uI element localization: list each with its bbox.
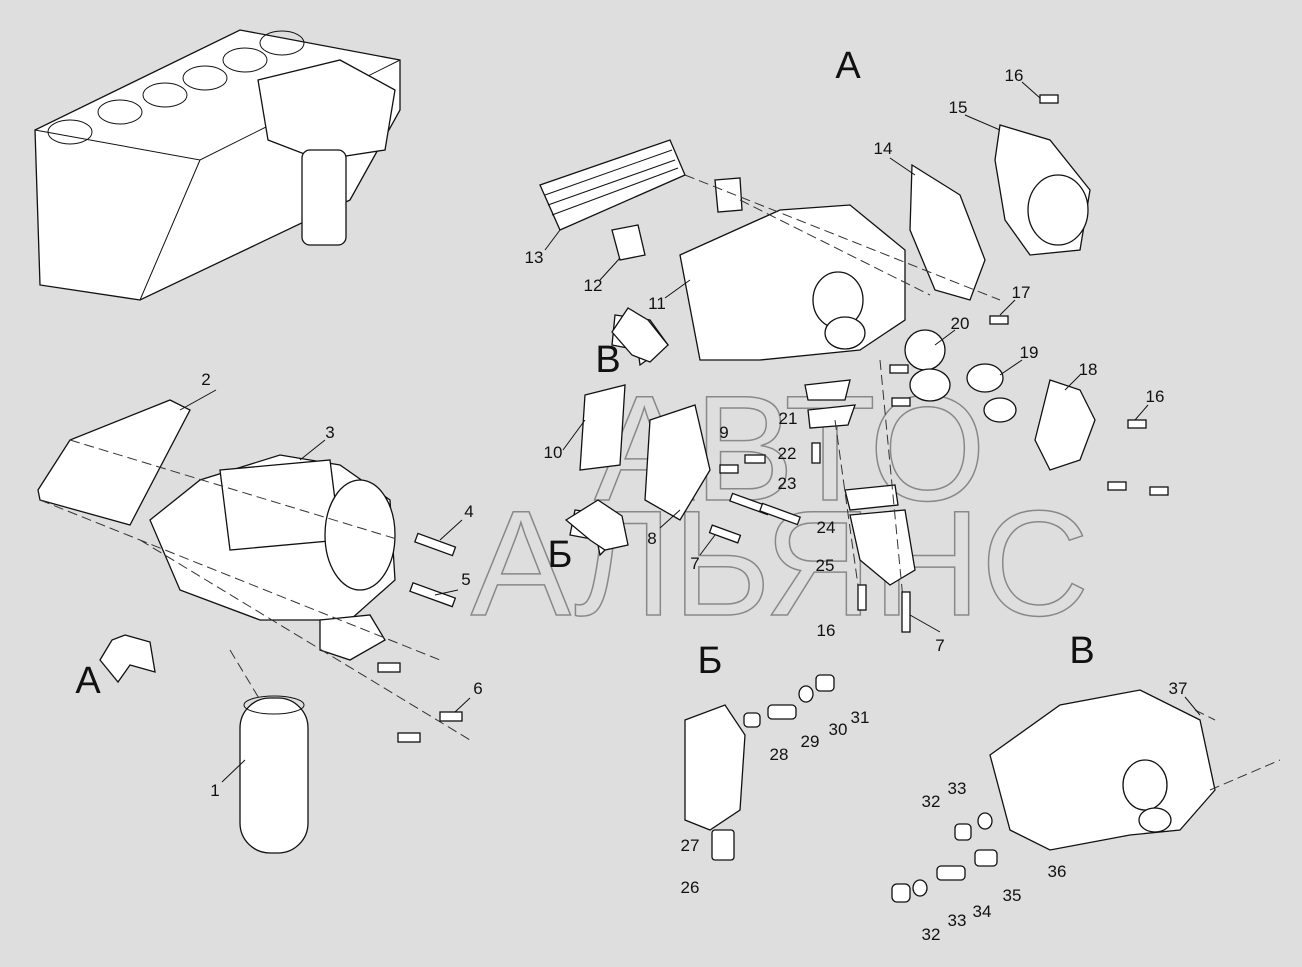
callout: 7 — [690, 554, 699, 573]
view-arrow-label-a: A — [75, 660, 101, 702]
callout: 6 — [473, 679, 482, 698]
callout: 33 — [948, 911, 967, 930]
callout: 36 — [1048, 862, 1067, 881]
callout: 32 — [922, 925, 941, 944]
callout: 21 — [779, 409, 798, 428]
callout: 35 — [1003, 886, 1022, 905]
filter-housing-assembly — [37, 399, 471, 854]
callout: 30 — [829, 720, 848, 739]
callout: 29 — [801, 732, 820, 751]
callouts: 16 15 14 13 12 11 17 20 19 18 16 21 22 2… — [201, 66, 1187, 944]
callout: 17 — [1012, 283, 1031, 302]
watermark-line2: АЛЬЯНС — [471, 479, 1089, 647]
callout: 12 — [584, 276, 603, 295]
callout: 34 — [973, 902, 992, 921]
engine-block — [34, 29, 401, 301]
callout: 16 — [1146, 387, 1165, 406]
callout: 28 — [770, 745, 789, 764]
callout: 18 — [1079, 360, 1098, 379]
callout: 13 — [525, 248, 544, 267]
callout: 10 — [544, 443, 563, 462]
callout: 7 — [935, 636, 944, 655]
view-label-a: A — [835, 45, 861, 87]
callout: 37 — [1169, 679, 1188, 698]
callout: 8 — [647, 529, 656, 548]
callout: 32 — [922, 792, 941, 811]
view-label-b: Б — [698, 640, 723, 682]
view-v-detail — [891, 689, 1281, 903]
oil-cooler-assembly — [539, 94, 1169, 633]
view-label-v: В — [1069, 630, 1094, 672]
callout: 22 — [778, 444, 797, 463]
callout: 11 — [648, 294, 666, 313]
callout: 25 — [816, 556, 835, 575]
view-b-detail — [684, 674, 835, 861]
callout: 1 — [210, 781, 219, 800]
view-arrow-label-v: В — [595, 339, 620, 381]
view-arrows — [564, 307, 669, 551]
callout: 23 — [778, 474, 797, 493]
callout: 26 — [681, 878, 700, 897]
callout: 9 — [719, 423, 728, 442]
callout: 14 — [874, 139, 893, 158]
callout: 20 — [951, 314, 970, 333]
callout: 2 — [201, 370, 210, 389]
callout: 5 — [461, 570, 470, 589]
callout: 4 — [464, 502, 473, 521]
callout: 16 — [817, 621, 836, 640]
callout: 16 — [1005, 66, 1024, 85]
callout: 24 — [817, 518, 836, 537]
callout: 27 — [681, 836, 700, 855]
callout: 15 — [949, 98, 968, 117]
leader-lines — [179, 81, 1201, 783]
callout: 3 — [325, 423, 334, 442]
view-arrow-label-b: Б — [548, 534, 573, 576]
callout: 31 — [851, 708, 870, 727]
callout: 19 — [1020, 343, 1039, 362]
callout: 33 — [948, 779, 967, 798]
